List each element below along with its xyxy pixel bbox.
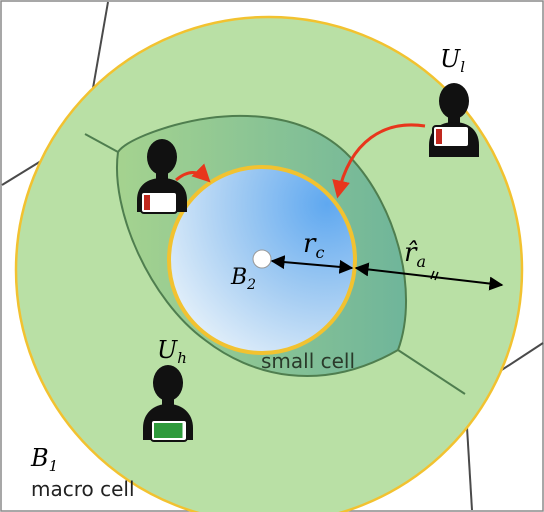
small-cell-label: small cell xyxy=(261,349,355,373)
radius-rc-arrow xyxy=(270,255,354,274)
battery-low-icon xyxy=(432,125,472,148)
macro-bs-label: B1 xyxy=(30,444,58,475)
offload-arrow-range-user xyxy=(175,163,211,183)
radius-ra-arrow xyxy=(354,262,504,291)
macro-cell-label: macro cell xyxy=(31,477,135,501)
radius-rc-label: rc xyxy=(303,229,324,262)
offload-arrow-low-user xyxy=(332,123,426,199)
voronoi-boundaries-inner xyxy=(84,133,466,395)
user-low-battery xyxy=(429,83,479,157)
user-in-range xyxy=(137,139,187,214)
user-high-label: Uh xyxy=(157,336,187,367)
small-base-station xyxy=(252,249,272,269)
user-high-battery xyxy=(143,365,193,442)
battery-low-icon xyxy=(140,191,180,214)
battery-full-icon xyxy=(150,419,190,442)
small-bs-label: B2 xyxy=(230,265,256,293)
radius-ra-label: r̂a xyxy=(404,238,426,271)
equal-tick-marks xyxy=(430,270,439,281)
user-low-label: Ul xyxy=(440,45,465,76)
